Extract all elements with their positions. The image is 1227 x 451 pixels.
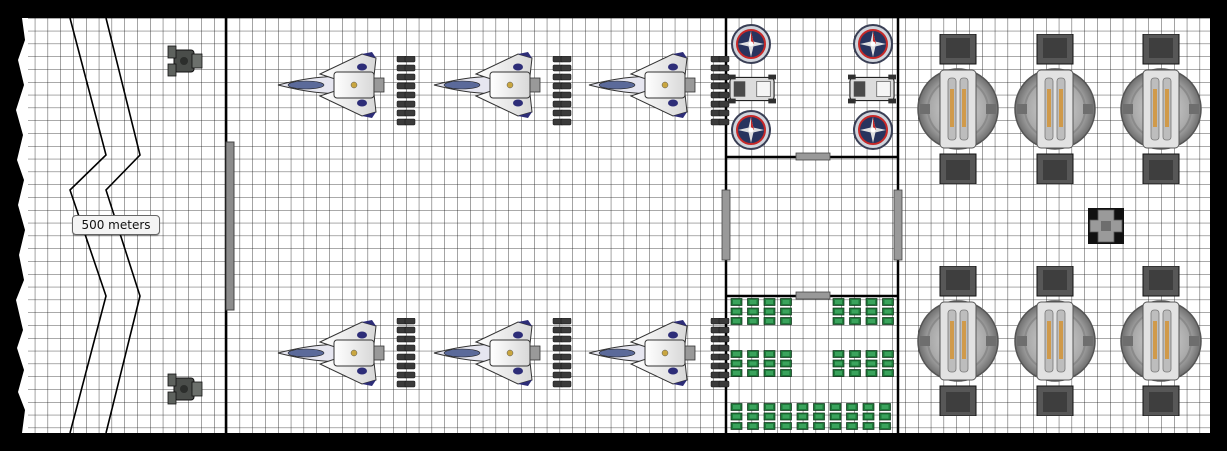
cargo-crate-icon [812, 422, 826, 430]
cargo-crate-icon [779, 412, 793, 421]
cargo-crate-icon [796, 412, 809, 421]
cargo-crate-icon [865, 350, 878, 358]
cargo-crate-icon [881, 350, 895, 358]
cargo-crate-icon [779, 369, 793, 377]
cargo-crate-icon [763, 350, 776, 358]
cargo-crate-icon [865, 307, 878, 316]
cargo-crate-icon [779, 422, 793, 430]
hub-icon[interactable] [1088, 208, 1124, 244]
cargo-crate-icon [746, 403, 760, 411]
cargo-crate-icon [763, 307, 776, 316]
cargo-crate-icon [848, 369, 862, 377]
cargo-crate-icon [779, 350, 793, 358]
cargo-crate-icon [845, 403, 859, 411]
barrier-segment [893, 189, 903, 261]
cargo-crate-icon [832, 298, 845, 306]
cargo-crate-icon [845, 422, 859, 430]
cargo-crate-icon [848, 350, 862, 358]
cargo-crate-icon [779, 403, 793, 411]
barrier-segment [721, 189, 731, 261]
cargo-crate-icon [832, 369, 845, 377]
shuttle-icon[interactable] [728, 74, 776, 104]
cargo-crate-icon [878, 403, 892, 411]
cargo-crate-icon [848, 317, 862, 325]
cargo-crate-icon [746, 412, 760, 421]
cargo-crate-icon [848, 307, 862, 316]
cargo-crate-icon [763, 298, 776, 306]
cargo-crate-icon [865, 317, 878, 325]
cargo-crate-icon [829, 412, 842, 421]
cargo-crate-icon [746, 350, 760, 358]
cargo-crate-icon [730, 369, 743, 377]
cargo-crate-icon [881, 298, 895, 306]
cargo-crate-icon [832, 307, 845, 316]
compass-pod-icon[interactable] [853, 24, 893, 64]
cargo-crate-icon [779, 317, 793, 325]
zigzag-range-lines [69, 17, 141, 434]
cargo-crate-icon [848, 359, 862, 368]
cargo-crate-icon [763, 403, 776, 411]
cargo-crate-icon [779, 298, 793, 306]
cargo-crate-icon [845, 412, 859, 421]
cargo-crate-icon [832, 317, 845, 325]
cargo-crate-icon [878, 422, 892, 430]
cargo-crate-icon [730, 359, 743, 368]
cargo-crate-icon [796, 422, 809, 430]
cargo-crate-icon [763, 412, 776, 421]
barrier-segment [795, 152, 831, 161]
cargo-crate-icon [763, 359, 776, 368]
cargo-crate-icon [746, 369, 760, 377]
cargo-crate-icon [881, 307, 895, 316]
cargo-crate-icon [746, 422, 760, 430]
cargo-crate-icon [881, 359, 895, 368]
compass-pod-icon[interactable] [853, 110, 893, 150]
cargo-crate-icon [730, 307, 743, 316]
shuttle-icon[interactable] [848, 74, 896, 104]
cargo-crate-icon [779, 359, 793, 368]
cargo-crate-icon [730, 317, 743, 325]
barrier-wall [225, 141, 235, 311]
cargo-crate-icon [730, 298, 743, 306]
cargo-crate-icon [865, 359, 878, 368]
cargo-crate-icon [746, 298, 760, 306]
scale-label: 500 meters [72, 215, 160, 235]
cargo-crate-icon [763, 422, 776, 430]
cargo-crate-icon [865, 298, 878, 306]
cargo-crate-icon [829, 403, 842, 411]
cargo-crate-icon [862, 412, 875, 421]
cargo-crate-icon [746, 317, 760, 325]
cargo-crate-icon [763, 317, 776, 325]
cargo-crate-icon [730, 403, 743, 411]
torn-edge [16, 18, 30, 433]
cargo-crate-icon [862, 422, 875, 430]
cargo-crate-icon [812, 403, 826, 411]
cargo-crate-icon [878, 412, 892, 421]
cargo-crate-icon [812, 412, 826, 421]
cargo-crate-icon [796, 403, 809, 411]
cargo-crate-icon [829, 422, 842, 430]
cargo-crate-icon [832, 359, 845, 368]
compass-pod-icon[interactable] [731, 24, 771, 64]
cargo-crate-icon [779, 307, 793, 316]
cargo-crate-icon [730, 350, 743, 358]
cargo-crate-icon [881, 369, 895, 377]
cargo-crate-icon [865, 369, 878, 377]
cargo-crate-icon [832, 350, 845, 358]
cargo-crate-icon [763, 369, 776, 377]
cargo-crate-icon [746, 307, 760, 316]
cargo-crate-icon [730, 422, 743, 430]
cargo-crate-icon [848, 298, 862, 306]
barrier-segment [795, 291, 831, 300]
cargo-crate-icon [730, 412, 743, 421]
cargo-crate-icon [862, 403, 875, 411]
cargo-crate-icon [881, 317, 895, 325]
compass-pod-icon[interactable] [731, 110, 771, 150]
cargo-crate-icon [746, 359, 760, 368]
